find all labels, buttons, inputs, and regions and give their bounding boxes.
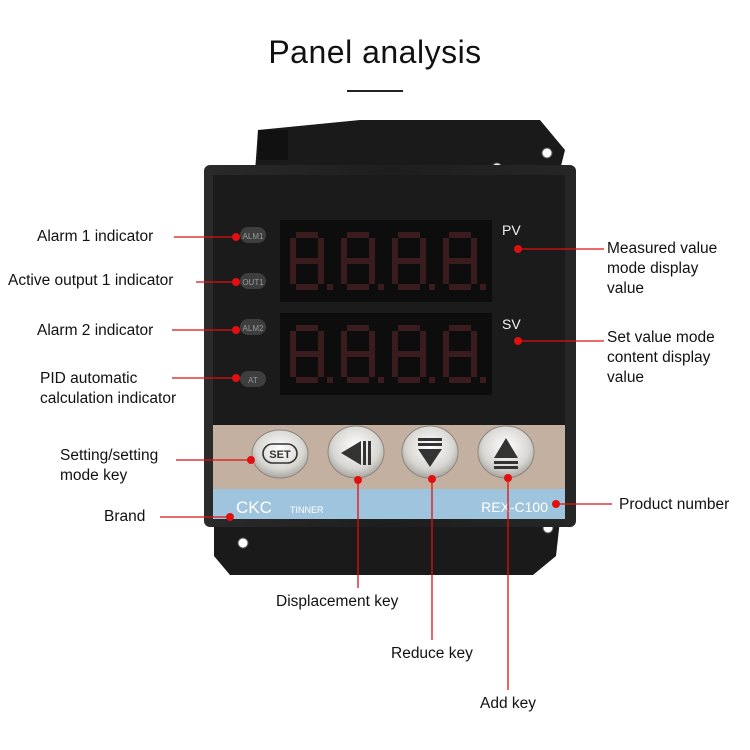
callout-dot-alarm1 — [232, 233, 240, 241]
indicator-out1 — [240, 273, 266, 289]
title-underline — [347, 90, 403, 92]
callout-dots — [226, 233, 560, 521]
indicator-alm1 — [240, 227, 266, 243]
indicator-alm1-text: ALM1 — [243, 232, 264, 241]
pv-digits — [290, 232, 486, 290]
reduce-key[interactable] — [401, 425, 459, 479]
label-pv-display: Measured value mode display value — [607, 240, 718, 297]
label-brand: Brand — [104, 508, 146, 525]
sv-digit-1 — [341, 325, 384, 383]
bottom-mounting-clip — [214, 520, 560, 575]
pv-digit-3 — [443, 232, 486, 290]
page-title: Panel analysis — [268, 34, 482, 70]
label-set-key: Setting/setting mode key — [60, 447, 159, 484]
callout-dot-product-number — [552, 500, 560, 508]
sv-digits — [290, 325, 486, 383]
brand-strip — [213, 489, 565, 519]
add-key[interactable] — [477, 425, 535, 479]
indicator-leds: ALM1 OUT1 ALM2 AT — [240, 227, 266, 387]
pv-digit-1 — [341, 232, 384, 290]
callout-dot-set-key — [247, 456, 255, 464]
model-number: REX-C100 — [481, 499, 548, 515]
callout-dot-alarm2 — [232, 326, 240, 334]
indicator-alm2-text: ALM2 — [243, 324, 264, 333]
brand-sub: TINNER — [290, 505, 324, 515]
set-key-label: SET — [269, 449, 291, 461]
callout-dot-brand — [226, 513, 234, 521]
label-alarm2-indicator: Alarm 2 indicator — [37, 322, 154, 339]
callout-dot-add — [504, 474, 512, 482]
callout-dot-sv — [514, 337, 522, 345]
brand-logo: CKC — [236, 498, 272, 517]
label-alarm1-indicator: Alarm 1 indicator — [37, 228, 154, 245]
sv-digit-2 — [392, 325, 435, 383]
callout-dot-reduce — [428, 475, 436, 483]
label-add-key: Add key — [480, 695, 537, 712]
callout-dot-pid — [232, 374, 240, 382]
indicator-out1-text: OUT1 — [242, 278, 264, 287]
callout-dot-out1 — [232, 278, 240, 286]
label-sv-display: Set value mode content display value — [607, 329, 715, 386]
label-displacement-key: Displacement key — [276, 593, 399, 610]
displacement-key[interactable] — [327, 425, 385, 479]
label-active-output1-indicator: Active output 1 indicator — [8, 272, 174, 289]
label-product-number: Product number — [619, 496, 730, 513]
top-mounting-clip — [255, 120, 565, 174]
sv-label: SV — [502, 316, 521, 332]
indicator-alm2 — [240, 319, 266, 335]
callout-lines — [160, 236, 612, 690]
callout-dot-pv — [514, 245, 522, 253]
indicator-at — [240, 371, 266, 387]
pv-digit-2 — [392, 232, 435, 290]
callout-dot-displacement — [354, 476, 362, 484]
pv-digit-0 — [290, 232, 333, 290]
label-reduce-key: Reduce key — [391, 645, 473, 662]
sv-digit-3 — [443, 325, 486, 383]
pv-label: PV — [502, 222, 521, 238]
label-pid-indicator: PID automatic calculation indicator — [40, 370, 177, 407]
set-key[interactable]: SET — [251, 429, 309, 479]
sv-digit-0 — [290, 325, 333, 383]
indicator-at-text: AT — [248, 376, 258, 385]
